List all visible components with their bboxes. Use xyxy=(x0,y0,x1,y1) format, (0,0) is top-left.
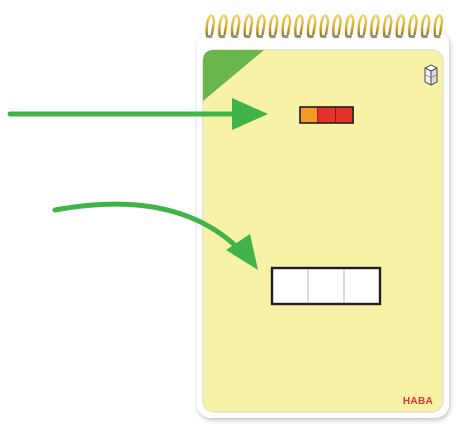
spiral-ring xyxy=(344,14,355,38)
spiral-ring xyxy=(332,14,342,38)
spiral-ring xyxy=(268,14,279,38)
spiral-hole xyxy=(295,35,302,38)
spiral-ring xyxy=(230,14,241,38)
spiral-ring xyxy=(319,14,330,38)
spiral-ring xyxy=(433,14,444,38)
curved-arrow-down-right-icon xyxy=(52,201,258,270)
spiral-ring xyxy=(306,14,317,38)
spiral-hole xyxy=(269,35,276,38)
spiral-hole xyxy=(421,35,428,38)
spiral-ring xyxy=(218,14,228,38)
spiral-ring xyxy=(420,14,431,38)
spiral-ring xyxy=(370,14,380,38)
spiral-ring xyxy=(294,14,304,38)
spiral-ring xyxy=(281,14,292,38)
card-body xyxy=(202,49,444,413)
colored-row-outline xyxy=(299,106,354,124)
spiral-hole xyxy=(409,35,416,38)
corner-flag xyxy=(203,50,264,101)
colored-tile-row xyxy=(299,106,354,124)
cube-stack-icon xyxy=(424,64,438,86)
spiral-hole xyxy=(307,35,314,38)
empty-row-outline xyxy=(270,266,382,306)
brand-logo: HABA xyxy=(403,396,433,407)
spiral-hole xyxy=(206,35,213,38)
notebook-card xyxy=(197,30,449,418)
spiral-hole xyxy=(257,35,264,38)
spiral-hole xyxy=(345,35,352,38)
tile-red xyxy=(317,106,336,124)
spiral-hole xyxy=(396,35,403,38)
tile-orange xyxy=(299,106,319,124)
spiral-hole xyxy=(231,35,238,38)
spiral-ring xyxy=(357,14,368,38)
spiral-ring xyxy=(205,14,216,38)
spiral-hole xyxy=(244,35,251,38)
spiral-binding xyxy=(205,14,444,38)
spiral-hole xyxy=(333,35,340,38)
spiral-ring xyxy=(408,14,418,38)
spiral-hole xyxy=(320,35,327,38)
arrow-right-icon xyxy=(7,98,268,130)
spiral-hole xyxy=(383,35,390,38)
empty-tile-row xyxy=(270,266,382,306)
spiral-ring xyxy=(382,14,393,38)
spiral-ring xyxy=(395,14,406,38)
spiral-ring xyxy=(243,14,254,38)
spiral-hole xyxy=(219,35,226,38)
spiral-hole xyxy=(358,35,365,38)
spiral-ring xyxy=(256,14,266,38)
spiral-hole xyxy=(434,35,441,38)
spiral-hole xyxy=(282,35,289,38)
spiral-hole xyxy=(371,35,378,38)
tile-red xyxy=(334,106,354,124)
